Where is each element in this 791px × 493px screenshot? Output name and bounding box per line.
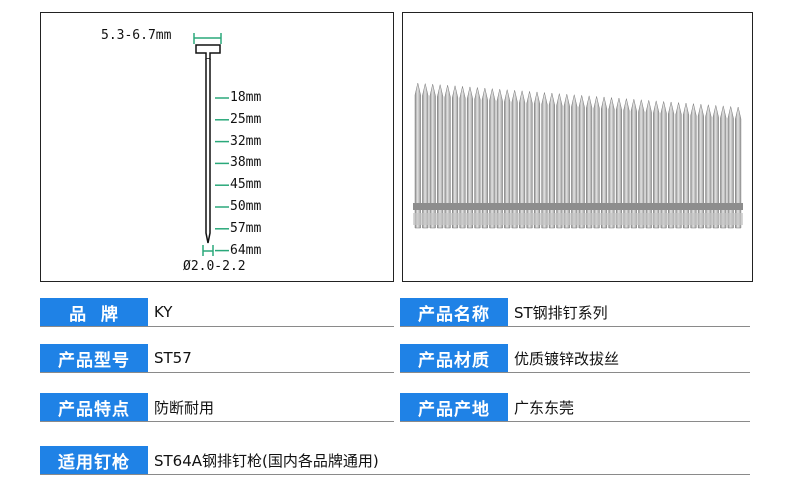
divider [40,326,394,327]
nail-shank [526,91,533,229]
nail-drawing [193,33,229,256]
length-label: 57mm [230,220,262,236]
length-label: 25mm [230,111,262,127]
nail-shank [727,106,734,229]
nail-shank [444,85,451,229]
nail-shank [504,89,511,229]
nail-strip-photo [402,12,753,282]
nail-shank [437,84,444,229]
length-label: 18mm [230,90,262,105]
feature-label: 产品特点 [40,393,148,421]
nail-shank [474,87,481,229]
nail-shank [519,90,526,229]
nail-shank [735,106,742,229]
nail-shank [697,104,704,229]
model-label: 产品型号 [40,344,148,372]
nail-shank [720,105,727,229]
gun-value: ST64A钢排钉枪(国内各品牌通用) [154,451,379,470]
nail-shank [712,105,719,229]
length-label: 50mm [230,199,262,214]
nail-shank [668,101,675,229]
nail-shank [481,87,488,229]
nail-shank [422,83,429,229]
nail-shank [452,85,459,229]
model-value: ST57 [154,349,192,367]
nail-shank [429,84,436,229]
nail-shank [533,91,541,229]
diameter-label: Ø2.0-2.2 [183,259,246,274]
nail-shank [571,94,578,229]
nail-shank [638,99,645,229]
nail-shank [675,102,682,229]
nail-shank [563,94,570,229]
divider [400,421,750,422]
nail-shank [615,98,622,229]
name-value: ST钢排钉系列 [514,303,608,322]
nail-shank [459,86,466,229]
divider [40,372,394,373]
nail-shank [578,95,585,229]
nail-shank [593,96,600,229]
nail-shank [690,103,697,229]
nail-shank [623,98,630,229]
brand-label: 品 牌 [40,298,148,326]
origin-label: 产品产地 [400,393,508,421]
nail-shank [653,100,660,229]
nail-shank [645,100,652,229]
nail-shank [466,86,473,229]
nail-shank [496,89,503,229]
divider [400,326,750,327]
nail-shank [586,95,593,229]
material-value: 优质镀锌改拔丝 [514,349,620,368]
divider [40,474,750,475]
nail-shank [608,97,615,229]
nail-shank [556,93,563,229]
length-label: 38mm [230,155,262,171]
feature-value: 防断耐用 [154,398,215,417]
gun-label: 适用钉枪 [40,446,148,474]
nail-dimension-diagram: 5.3-6.7mm 18mm 25mm 32mm 38mm 45mm 50mm 57mm 64… [40,12,394,282]
nail-shank [660,101,667,229]
divider [40,421,394,422]
length-label: 45mm [230,177,262,193]
nail-shank [705,104,712,229]
length-ticks [215,97,229,252]
nail-shank [682,103,690,229]
head-size-marker [193,33,222,44]
divider [400,372,750,373]
material-label: 产品材质 [400,344,508,372]
nail-shank [414,82,421,229]
nail-shank [630,99,637,229]
nail-shank [511,90,518,229]
head-size-label: 5.3-6.7mm [101,28,172,43]
nail-shank [548,92,555,229]
length-label: 64mm [230,242,262,258]
diameter-marker [202,245,214,256]
nail-strip-image [413,82,743,229]
brand-value: KY [154,303,173,321]
length-label: 32mm [230,133,262,149]
nail-shank [541,92,548,229]
nail-shank [205,59,211,244]
nail-shank [489,88,496,229]
origin-value: 广东东莞 [514,398,575,417]
nail-head [195,44,221,60]
name-label: 产品名称 [400,298,508,326]
nail-shank [601,96,608,229]
